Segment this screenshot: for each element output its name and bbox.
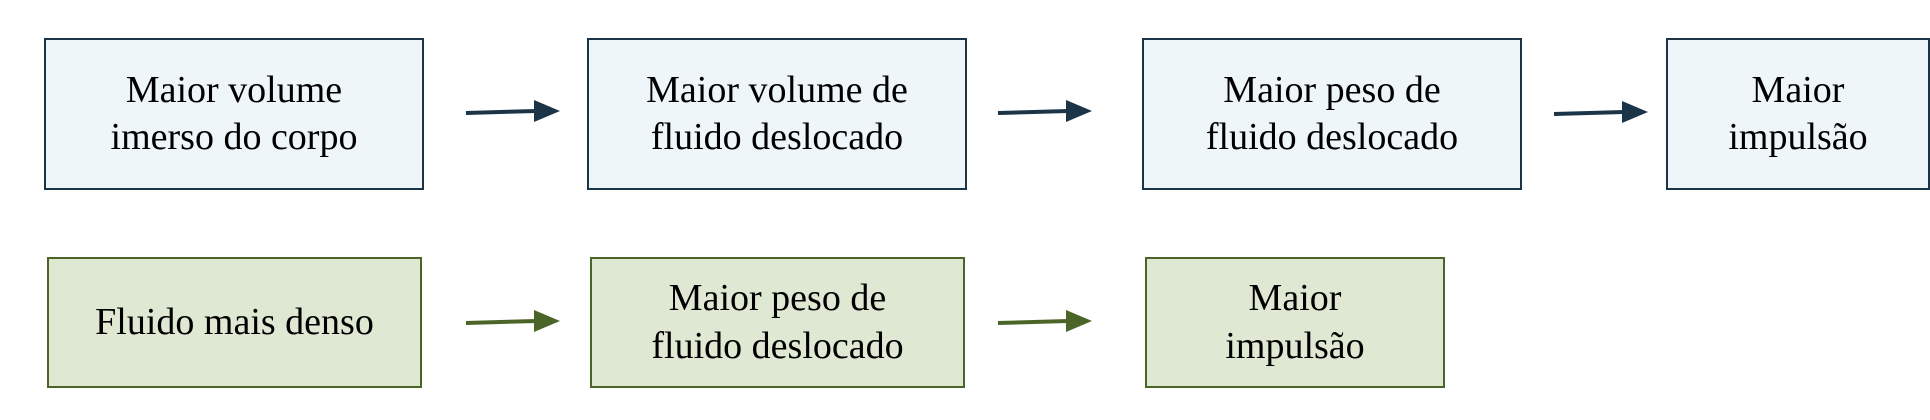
row2-arrow-2 <box>997 310 1092 332</box>
row1-box-volume-fluido: Maior volume de fluido deslocado <box>587 38 967 190</box>
row2-arrow-1 <box>465 310 560 332</box>
row2-box-impulsao-label: Maior impulsão <box>1225 277 1365 367</box>
row2-box-impulsao: Maior impulsão <box>1145 257 1445 388</box>
row1-box-volume-fluido-label: Maior volume de fluido deslocado <box>646 68 908 159</box>
row1-box-peso-fluido-label: Maior peso de fluido deslocado <box>1205 68 1459 159</box>
row1-box-impulsao: Maior impulsão <box>1666 38 1930 190</box>
row2-box-fluido-denso-label: Fluido mais denso <box>95 300 374 343</box>
row2-box-peso-fluido: Maior peso de fluido deslocado <box>590 257 965 388</box>
row2-box-fluido-denso: Fluido mais denso <box>47 257 422 388</box>
row1-box-peso-fluido: Maior peso de fluido deslocado <box>1142 38 1522 190</box>
row1-arrow-3 <box>1553 101 1648 123</box>
row1-box-volume-imerso-label: Maior volume imerso do corpo <box>110 68 358 159</box>
row1-arrow-2 <box>997 100 1092 122</box>
row1-box-volume-imerso: Maior volume imerso do corpo <box>44 38 424 190</box>
row2-box-peso-fluido-label: Maior peso de fluido deslocado <box>651 277 904 367</box>
row1-arrow-1 <box>465 100 560 122</box>
row1-box-impulsao-label: Maior impulsão <box>1728 68 1868 159</box>
